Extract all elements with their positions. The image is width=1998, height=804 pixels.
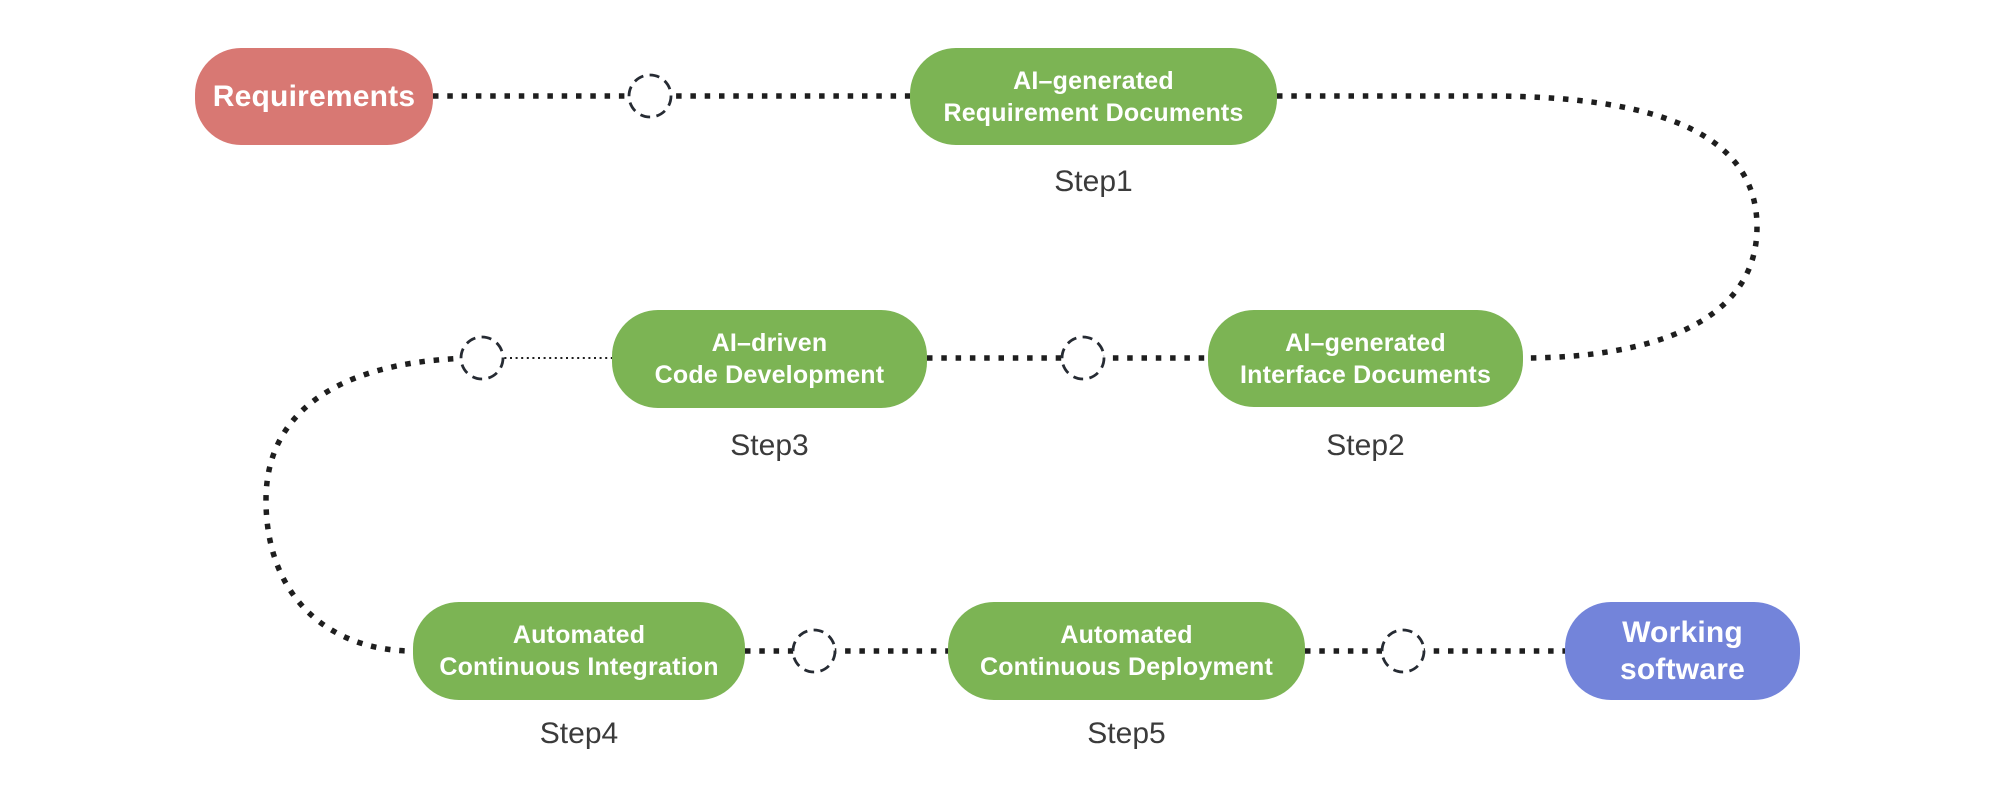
node-working-software: Working software bbox=[1565, 602, 1800, 700]
node-label-line1: Working bbox=[1622, 616, 1743, 649]
node-label-line2: Interface Documents bbox=[1239, 360, 1492, 389]
node-label-line2: Continuous Integration bbox=[439, 653, 719, 681]
step2-label: Step2 bbox=[1326, 429, 1405, 462]
node-label-line1: AI–generated bbox=[1285, 328, 1446, 357]
node-automated-continuous-integration: Automated Continuous Integration bbox=[413, 602, 745, 700]
node-ai-interface-documents: AI–generated Interface Documents bbox=[1208, 310, 1523, 407]
node-label-line2: Requirement Documents bbox=[943, 98, 1244, 127]
step3-label: Step3 bbox=[730, 429, 809, 462]
node-label-line1: Automated bbox=[1060, 621, 1193, 649]
node-label: Requirements bbox=[212, 80, 416, 113]
junction-circle-4 bbox=[791, 628, 837, 674]
node-automated-continuous-deployment: Automated Continuous Deployment bbox=[948, 602, 1305, 700]
junction-circle-5 bbox=[1380, 628, 1426, 674]
node-label-line1: Automated bbox=[512, 621, 646, 649]
node-label-line2: software bbox=[1620, 653, 1745, 686]
step1-label: Step1 bbox=[1054, 165, 1133, 198]
node-ai-requirement-documents: AI–generated Requirement Documents bbox=[910, 48, 1277, 145]
node-ai-code-development: AI–driven Code Development bbox=[612, 310, 927, 408]
node-label-line1: AI–driven bbox=[711, 329, 828, 357]
step5-label: Step5 bbox=[1087, 717, 1166, 750]
step4-label: Step4 bbox=[539, 717, 619, 750]
dotted-curve-left bbox=[263, 355, 483, 654]
junction-circle-2 bbox=[1060, 335, 1106, 381]
node-label-line2: Code Development bbox=[654, 361, 885, 389]
junction-circle-1 bbox=[627, 73, 673, 119]
node-requirements: Requirements bbox=[195, 48, 433, 145]
node-label-line1: AI–generated bbox=[1013, 66, 1174, 95]
junction-circle-3 bbox=[459, 335, 505, 381]
node-label-line2: Continuous Deployment bbox=[979, 653, 1274, 681]
